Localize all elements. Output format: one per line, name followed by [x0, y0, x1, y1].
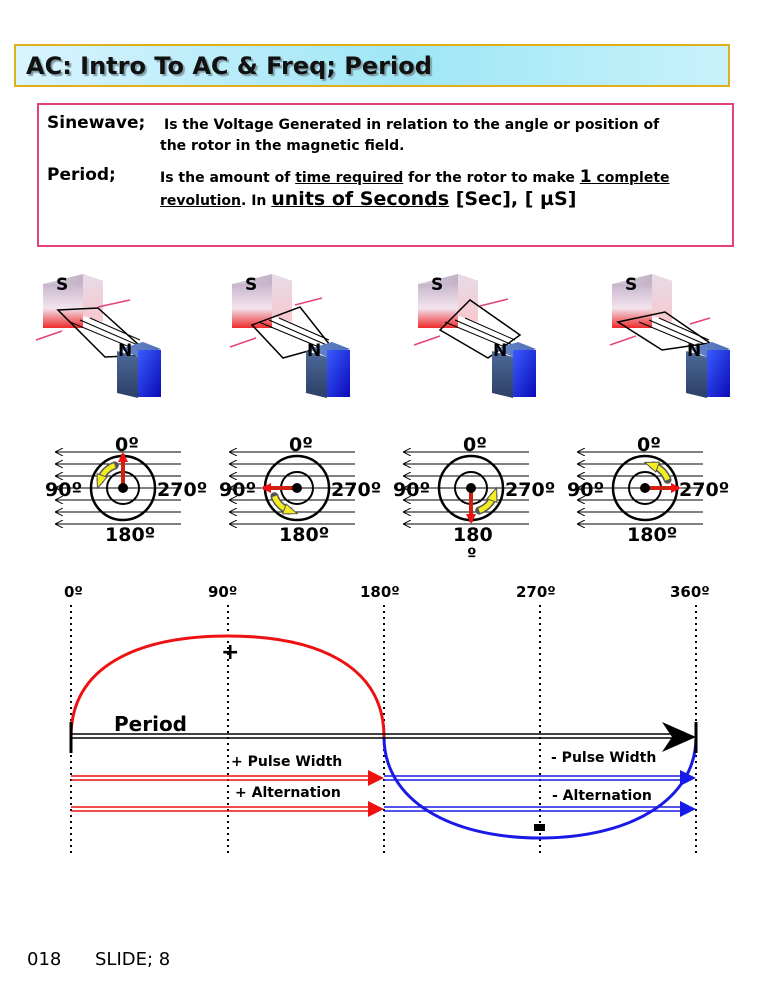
angle-label-90: 90º: [208, 583, 237, 601]
north-label: N: [307, 341, 321, 361]
neg-alternation-arrow: [680, 801, 696, 817]
angle-label-270: 270º: [157, 479, 207, 501]
rotation-arrowhead: [486, 486, 498, 504]
angle-label-90: 90º: [393, 479, 430, 501]
rotor-diagram-3: 0º 90º 270º 180º: [393, 434, 555, 565]
north-label: N: [118, 341, 132, 361]
angle-label-180-degree: º: [467, 545, 477, 565]
angle-label-270: 270º: [679, 479, 729, 501]
angle-label-90: 90º: [45, 479, 82, 501]
neg-pulse-width-label: - Pulse Width: [551, 750, 656, 766]
angle-label-90: 90º: [567, 479, 604, 501]
definition-box: Sinewave; Is the Voltage Generated in re…: [37, 103, 734, 247]
north-magnet: [707, 350, 730, 397]
rotor-diagram-1: 0º 90º 270º 180º: [45, 434, 207, 546]
period-definition-line2: revolution. In units of Seconds [Sec], […: [160, 189, 576, 212]
revolution-text: revolution: [160, 193, 241, 209]
pos-alternation-label: + Alternation: [235, 785, 341, 801]
angle-label-180: 180: [453, 524, 493, 546]
slide-label: SLIDE; 8: [95, 949, 171, 970]
rotation-arrowhead: [643, 461, 661, 473]
pos-pulse-width-label: + Pulse Width: [231, 754, 342, 770]
units-of-seconds-text: units of Seconds: [271, 188, 450, 210]
period-arrowhead: [662, 722, 696, 752]
pos-alternation-arrow: [368, 801, 384, 817]
negative-half-cycle: [382, 736, 698, 840]
angle-label-0: 0º: [115, 434, 139, 456]
pos-pulse-width-arrow: [368, 770, 384, 786]
north-label: N: [687, 341, 701, 361]
north-magnet: [327, 350, 350, 397]
angle-label-0: 0º: [64, 583, 83, 601]
sinewave-definition-line1: Is the Voltage Generated in relation to …: [164, 117, 660, 133]
generator-4: S N: [609, 274, 730, 398]
neg-alternation-label: - Alternation: [552, 788, 652, 804]
angle-label-0: 0º: [463, 434, 487, 456]
generator-2: S N: [229, 274, 350, 398]
generator-3: S N: [413, 274, 536, 398]
south-label: S: [431, 275, 443, 295]
rotor-diagram-2: 0º 90º 270º 180º: [219, 434, 381, 546]
angle-label-180: 180º: [360, 583, 400, 601]
period-text: Is the amount of: [160, 170, 296, 186]
rotor-pivot: [466, 483, 476, 493]
period-text: . In: [241, 193, 272, 209]
angle-label-360: 360º: [670, 583, 710, 601]
south-label: S: [625, 275, 637, 295]
rotation-arrowhead: [96, 472, 108, 490]
one-text: 1: [579, 167, 592, 187]
rotor-pivot: [292, 483, 302, 493]
angle-label-90: 90º: [219, 479, 256, 501]
positive-sign: +: [221, 640, 239, 665]
rotor-pivot: [640, 483, 650, 493]
page-number: 018: [27, 949, 62, 970]
period-text: for the rotor to make: [403, 170, 580, 186]
angle-label-180: 180º: [279, 524, 329, 546]
sinewave-term: Sinewave;: [47, 113, 146, 133]
negative-sign-mark: [534, 824, 545, 831]
angle-label-180: 180º: [105, 524, 155, 546]
south-magnet: [418, 284, 458, 328]
period-term: Period;: [47, 165, 116, 185]
generator-1: S N: [35, 274, 161, 398]
angle-label-0: 0º: [289, 434, 313, 456]
south-magnet: [43, 284, 83, 328]
angle-label-180: 180º: [627, 524, 677, 546]
south-label: S: [56, 275, 68, 295]
period-label: Period: [114, 712, 187, 736]
angle-label-0: 0º: [637, 434, 661, 456]
neg-pulse-width-arrow: [680, 770, 696, 786]
north-magnet: [513, 350, 536, 397]
complete-text: complete: [591, 170, 670, 186]
south-label: S: [245, 275, 257, 295]
north-magnet: [138, 350, 161, 397]
units-text: [Sec], [ µS]: [449, 188, 577, 210]
north-label: N: [493, 341, 507, 361]
rotation-arrowhead: [281, 503, 299, 515]
angle-label-270: 270º: [331, 479, 381, 501]
period-definition-line1: Is the amount of time required for the r…: [160, 167, 670, 189]
rotor-coil: [438, 299, 522, 359]
rotor-diagram-4: 0º 90º 270º 180º: [567, 434, 729, 546]
time-required-text: time required: [295, 170, 404, 186]
rotor-pivot: [118, 483, 128, 493]
negative-sign: -: [545, 821, 546, 823]
waveform: 0º 90º 180º 270º 360º + - Period + Pulse…: [64, 583, 710, 855]
slide-title: AC: Intro To AC & Freq; Period: [26, 52, 432, 80]
south-magnet: [612, 284, 652, 328]
angle-label-270: 270º: [516, 583, 556, 601]
sinewave-definition-line2: the rotor in the magnetic field.: [160, 138, 405, 154]
positive-half-cycle: [69, 634, 386, 738]
title-bar: AC: Intro To AC & Freq; Period: [14, 44, 730, 87]
angle-label-270: 270º: [505, 479, 555, 501]
